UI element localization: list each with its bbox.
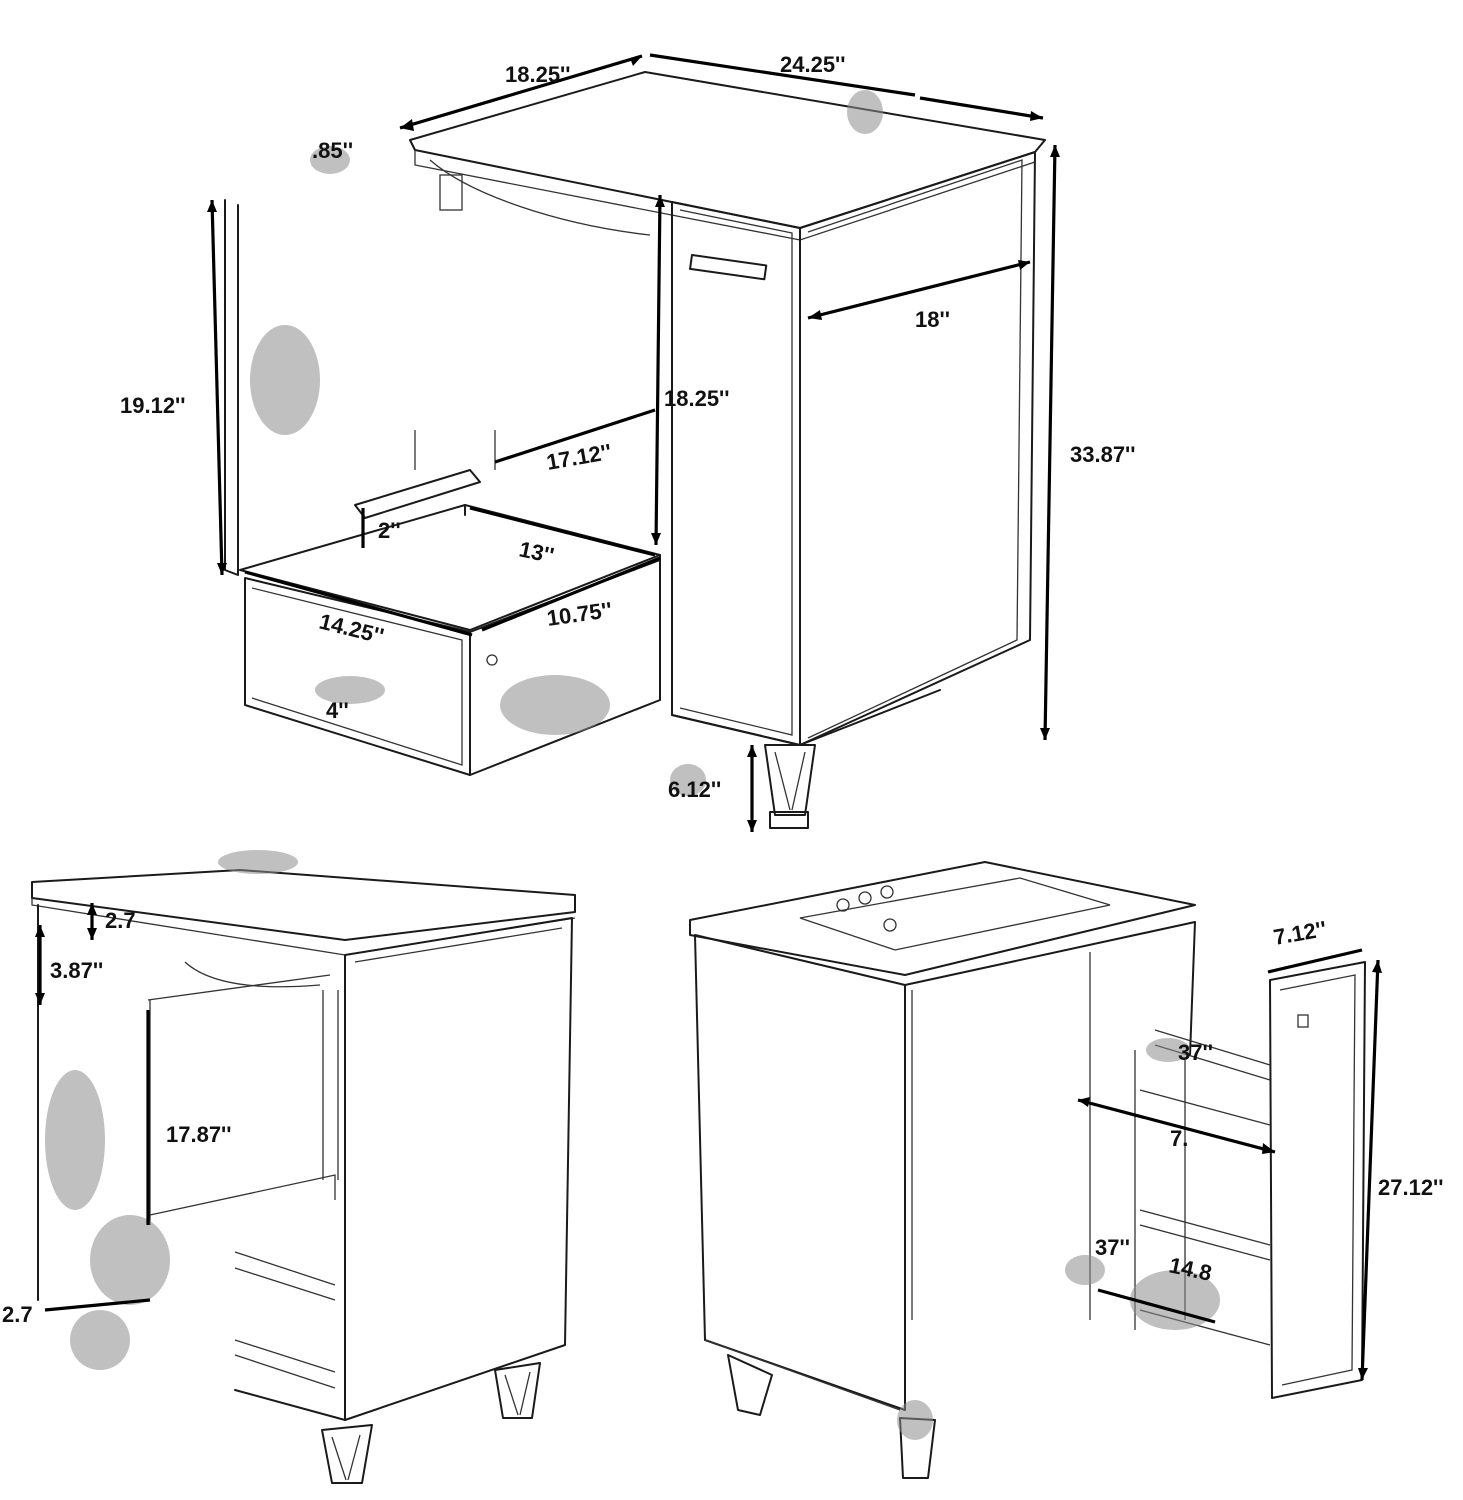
inner-shelf — [354, 469, 481, 519]
leg-height-label: 6.12'' — [668, 777, 721, 802]
rail-top-label: 37'' — [1178, 1040, 1213, 1065]
side-depth-label: 18'' — [915, 307, 950, 332]
depth-top-label: 18.25'' — [505, 62, 571, 87]
partial-top-label: .85'' — [312, 138, 353, 163]
drawer-lip-label: 2'' — [378, 518, 401, 543]
top-view-vanity: 18.25'' 24.25'' .85'' 19.12'' 18.25'' 17… — [120, 52, 1136, 832]
right-side-panel — [799, 151, 1036, 746]
vanity-leg — [764, 744, 816, 816]
pullout-depth-label: 7.12'' — [1272, 916, 1329, 950]
right-view-front-panel — [694, 934, 906, 1411]
total-height-label: 33.87'' — [1070, 442, 1136, 467]
width-top-label: 24.25'' — [780, 52, 846, 77]
left-view-vanity: 2.7 3.87'' 17.87'' 2.7 — [2, 850, 576, 1484]
left-view-leg-back — [494, 1362, 541, 1419]
drawer-width-label: 14.25'' — [317, 609, 387, 649]
top-thickness-label: 2.7 — [105, 908, 136, 933]
left-view-side-panel — [344, 917, 573, 1421]
drawer-side-label: 10.75'' — [545, 597, 613, 631]
rail-bottom-label: 37'' — [1095, 1235, 1130, 1260]
cabinet-height-label: 19.12'' — [120, 393, 186, 418]
rail-width-label: 7. — [1170, 1126, 1188, 1151]
bottom-edge-label: 2.7 — [2, 1302, 33, 1327]
right-view-side-panel — [904, 921, 1196, 1056]
inner-height-label: 18.25'' — [664, 386, 730, 411]
right-view-leg-front — [727, 1354, 773, 1416]
left-view-leg-front — [321, 1424, 373, 1484]
right-countertop — [689, 861, 1196, 976]
cabinet-door — [671, 201, 801, 746]
door-handle — [689, 253, 768, 281]
pullout-panel — [1269, 961, 1366, 1399]
drawer-front-label: 4'' — [326, 698, 349, 723]
left-side-panel — [224, 199, 239, 576]
inner-depth-label: 17.12'' — [545, 439, 614, 475]
pullout-height-label: 27.12'' — [1378, 1175, 1444, 1200]
hinge — [439, 174, 463, 211]
right-view-vanity: 7.12'' 27.12'' 37'' 7. 37'' 14.8 — [689, 861, 1444, 1479]
basin-edge — [429, 159, 651, 236]
arrowheads — [35, 56, 1382, 1380]
shelf-height-label: 17.87'' — [166, 1122, 232, 1147]
drawer-depth-label: 13'' — [517, 536, 556, 568]
apron-height-label: 3.87'' — [50, 958, 103, 983]
